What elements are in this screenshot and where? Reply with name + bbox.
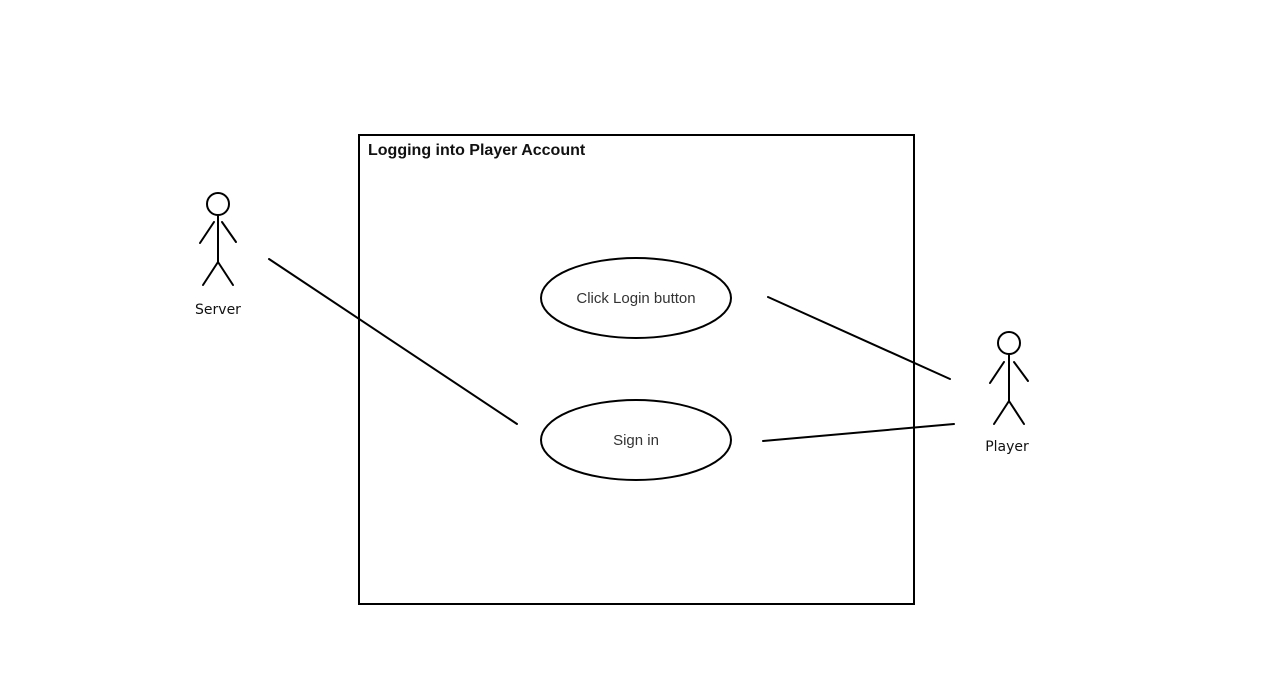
actor-server[interactable]: Server bbox=[195, 192, 241, 318]
actor-player[interactable]: Player bbox=[985, 331, 1029, 455]
stick-figure-icon bbox=[199, 192, 237, 286]
use-case-sign-in-label: Sign in bbox=[613, 432, 659, 449]
use-case-sign-in[interactable] bbox=[540, 399, 732, 481]
use-case-click-login-label: Click Login button bbox=[576, 290, 695, 307]
system-title: Logging into Player Account bbox=[368, 142, 586, 159]
association-server-sign-in bbox=[268, 258, 518, 425]
use-case-click-login[interactable] bbox=[540, 257, 732, 339]
association-player-click-login bbox=[767, 296, 951, 380]
association-player-sign-in bbox=[762, 423, 955, 442]
stick-figure-icon bbox=[989, 331, 1029, 425]
actor-player-label: Player bbox=[985, 439, 1029, 455]
actor-server-label: Server bbox=[195, 302, 241, 318]
system-boundary bbox=[358, 134, 915, 605]
